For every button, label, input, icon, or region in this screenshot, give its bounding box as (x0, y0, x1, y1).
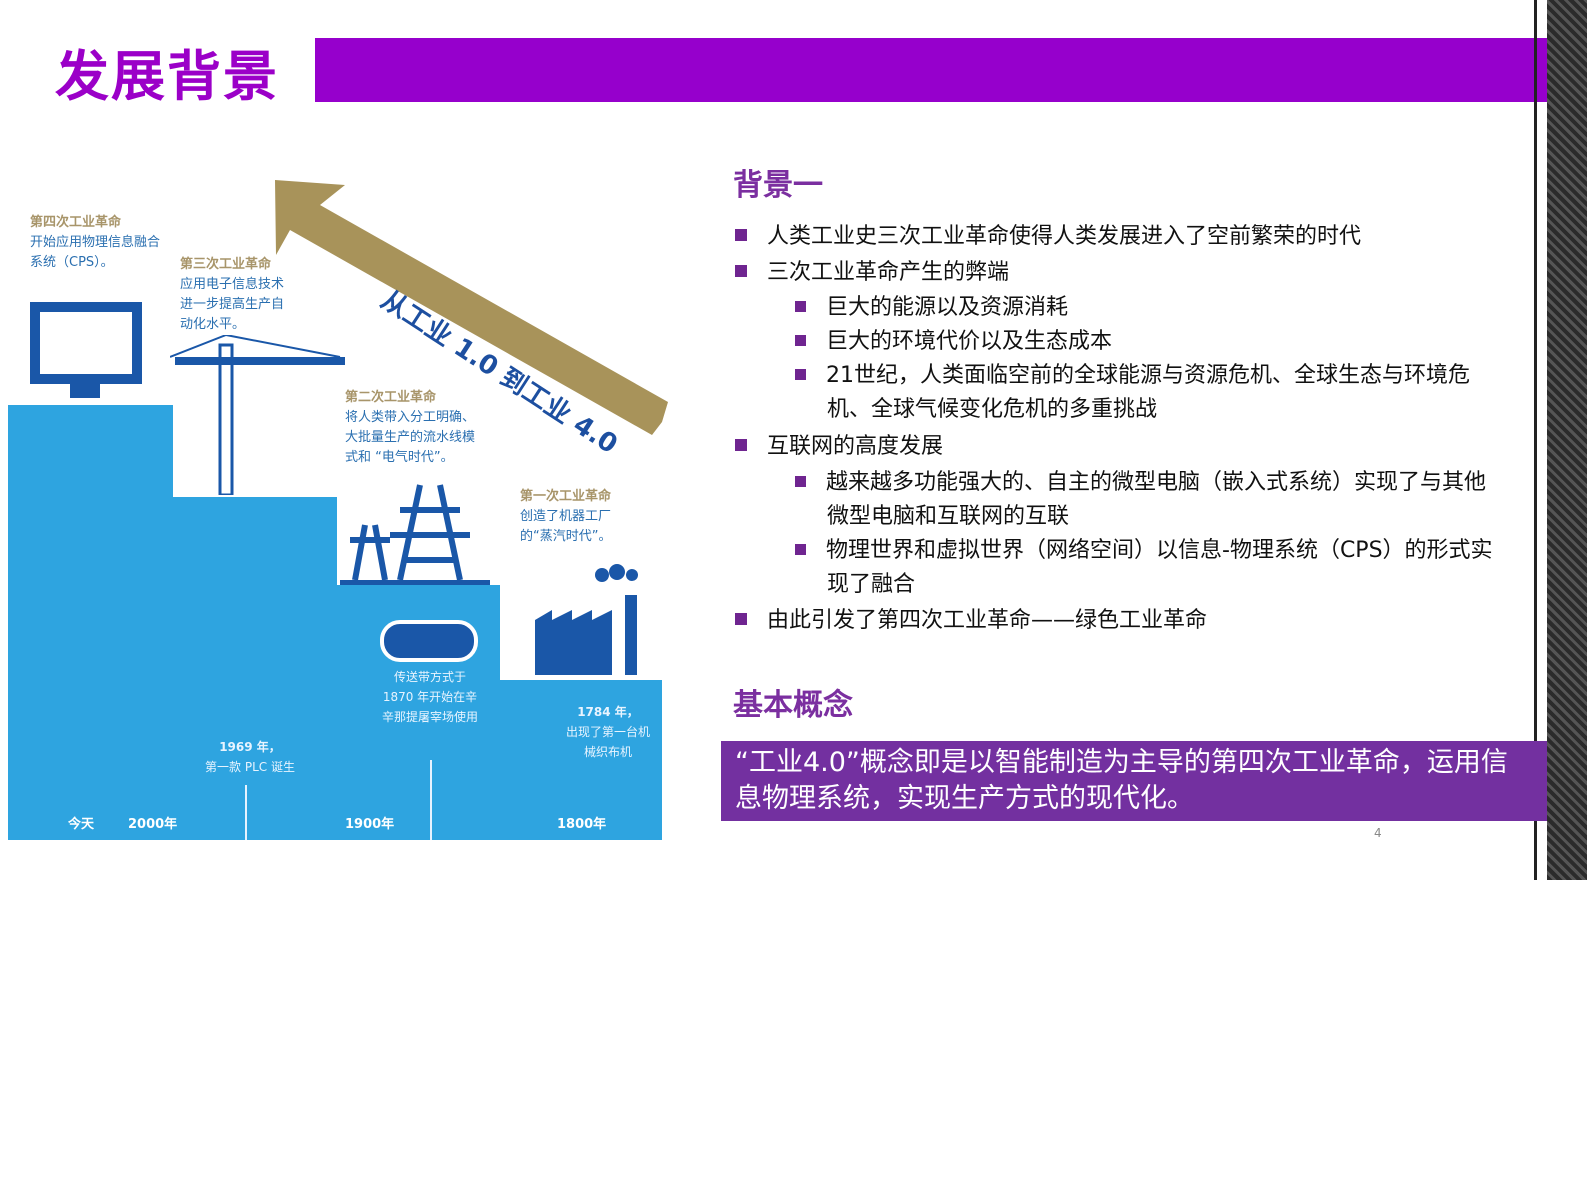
sub-bullet-item: 巨大的能源以及资源消耗 (795, 291, 1068, 325)
sub-bullet-item: 越来越多功能强大的、自主的微型电脑（嵌入式系统）实现了与其他微型电脑和互联网的互… (795, 466, 1500, 534)
bullet-square-icon (735, 439, 747, 451)
power-tower-icon (340, 484, 490, 585)
bullet-text: 由此引发了第四次工业革命——绿色工业革命 (767, 608, 1208, 633)
slide-title: 发展背景 (55, 45, 279, 108)
revolution-title: 第一次工业革命 (520, 489, 612, 504)
bullet-item: 由此引发了第四次工业革命——绿色工业革命 (735, 604, 1207, 638)
factory-icon (527, 564, 647, 680)
sub-bullet-item: 巨大的环境代价以及生态成本 (795, 325, 1112, 359)
event-plc: 1969 年， 第一款 PLC 诞生 (195, 737, 305, 777)
event-desc: 出现了第一台机械织布机 (565, 725, 650, 759)
bullet-text: 越来越多功能强大的、自主的微型电脑（嵌入式系统）实现了与其他微型电脑和互联网的互… (826, 470, 1487, 529)
crane-icon (170, 335, 345, 495)
event-desc: 1870 年开始在辛辛那提屠宰场使用 (381, 690, 478, 724)
bullet-item: 三次工业革命产生的弊端 (735, 256, 1009, 290)
bullet-square-icon (735, 229, 747, 241)
bullet-square-icon (795, 301, 806, 312)
event-year: 1969 年， (219, 740, 281, 754)
bullet-text: 人类工业史三次工业革命使得人类发展进入了空前繁荣的时代 (767, 224, 1362, 249)
event-year: 1784 年， (577, 705, 639, 719)
bullet-text: 三次工业革命产生的弊端 (767, 260, 1010, 285)
edge-line (1534, 0, 1537, 880)
revolution-desc: 开始应用物理信息融合系统（CPS）。 (30, 235, 161, 270)
event-year: 传送带方式于 (393, 670, 466, 684)
event-desc: 第一款 PLC 诞生 (205, 760, 295, 774)
conveyor-icon (380, 620, 478, 662)
bullet-text: 物理世界和虚拟世界（网络空间）以信息-物理系统（CPS）的形式实现了融合 (826, 538, 1493, 597)
timeline-label: 1900年 (345, 817, 395, 832)
timeline-label: 2000年 (128, 817, 178, 832)
bullet-text: 巨大的能源以及资源消耗 (826, 295, 1069, 320)
page-number: 4 (1374, 826, 1382, 840)
bullet-text: 21世纪，人类面临空前的全球能源与资源危机、全球生态与环境危机、全球气候变化危机… (826, 363, 1470, 422)
revolution-title: 第四次工业革命 (30, 215, 122, 230)
revolution-2-label: 第二次工业革命 将人类带入分工明确、大批量生产的流水线模式和 “电气时代”。 (345, 388, 485, 468)
timeline-marker (245, 785, 247, 840)
concept-box: “工业4.0”概念即是以智能制造为主导的第四次工业革命，运用信息物理系统，实现生… (721, 741, 1547, 821)
event-conveyor: 传送带方式于 1870 年开始在辛辛那提屠宰场使用 (380, 667, 480, 727)
revolution-desc: 创造了机器工厂的“蒸汽时代”。 (520, 509, 612, 544)
bullet-square-icon (795, 544, 806, 555)
bullet-square-icon (735, 265, 747, 277)
step-3 (170, 497, 337, 840)
bullet-item: 人类工业史三次工业革命使得人类发展进入了空前繁荣的时代 (735, 220, 1361, 254)
revolution-title: 第二次工业革命 (345, 390, 437, 405)
concept-heading: 基本概念 (733, 688, 853, 723)
revolution-desc: 将人类带入分工明确、大批量生产的流水线模式和 “电气时代”。 (345, 410, 476, 465)
edge-pattern (1547, 0, 1587, 880)
revolution-3-label: 第三次工业革命 应用电子信息技术进一步提高生产自动化水平。 (180, 255, 295, 335)
bullet-square-icon (795, 335, 806, 346)
bullet-text: 巨大的环境代价以及生态成本 (826, 329, 1113, 354)
timeline-label: 今天 (68, 817, 95, 832)
timeline-label: 1800年 (557, 817, 607, 832)
industry-infographic: 从工业 1.0 到工业 4.0 第四次工业革命 开始应用物理信息融合系统（CPS… (0, 160, 680, 850)
bullet-square-icon (795, 476, 806, 487)
step-4 (8, 405, 173, 840)
event-loom: 1784 年， 出现了第一台机械织布机 (563, 702, 653, 762)
sub-bullet-item: 21世纪，人类面临空前的全球能源与资源危机、全球生态与环境危机、全球气候变化危机… (795, 359, 1500, 427)
timeline-marker (430, 760, 432, 840)
bullet-text: 互联网的高度发展 (767, 434, 944, 459)
bullet-item: 互联网的高度发展 (735, 430, 943, 464)
revolution-1-label: 第一次工业革命 创造了机器工厂的“蒸汽时代”。 (520, 487, 635, 547)
growth-arrow-icon (275, 180, 668, 435)
revolution-title: 第三次工业革命 (180, 257, 272, 272)
step-1 (497, 680, 662, 840)
title-bar (315, 38, 1587, 102)
revolution-4-label: 第四次工业革命 开始应用物理信息融合系统（CPS）。 (30, 213, 160, 273)
sub-bullet-item: 物理世界和虚拟世界（网络空间）以信息-物理系统（CPS）的形式实现了融合 (795, 534, 1500, 602)
background-heading: 背景一 (733, 168, 823, 203)
revolution-desc: 应用电子信息技术进一步提高生产自动化水平。 (180, 277, 285, 332)
bullet-square-icon (735, 613, 747, 625)
computer-icon (30, 302, 142, 398)
bullet-square-icon (795, 369, 806, 380)
